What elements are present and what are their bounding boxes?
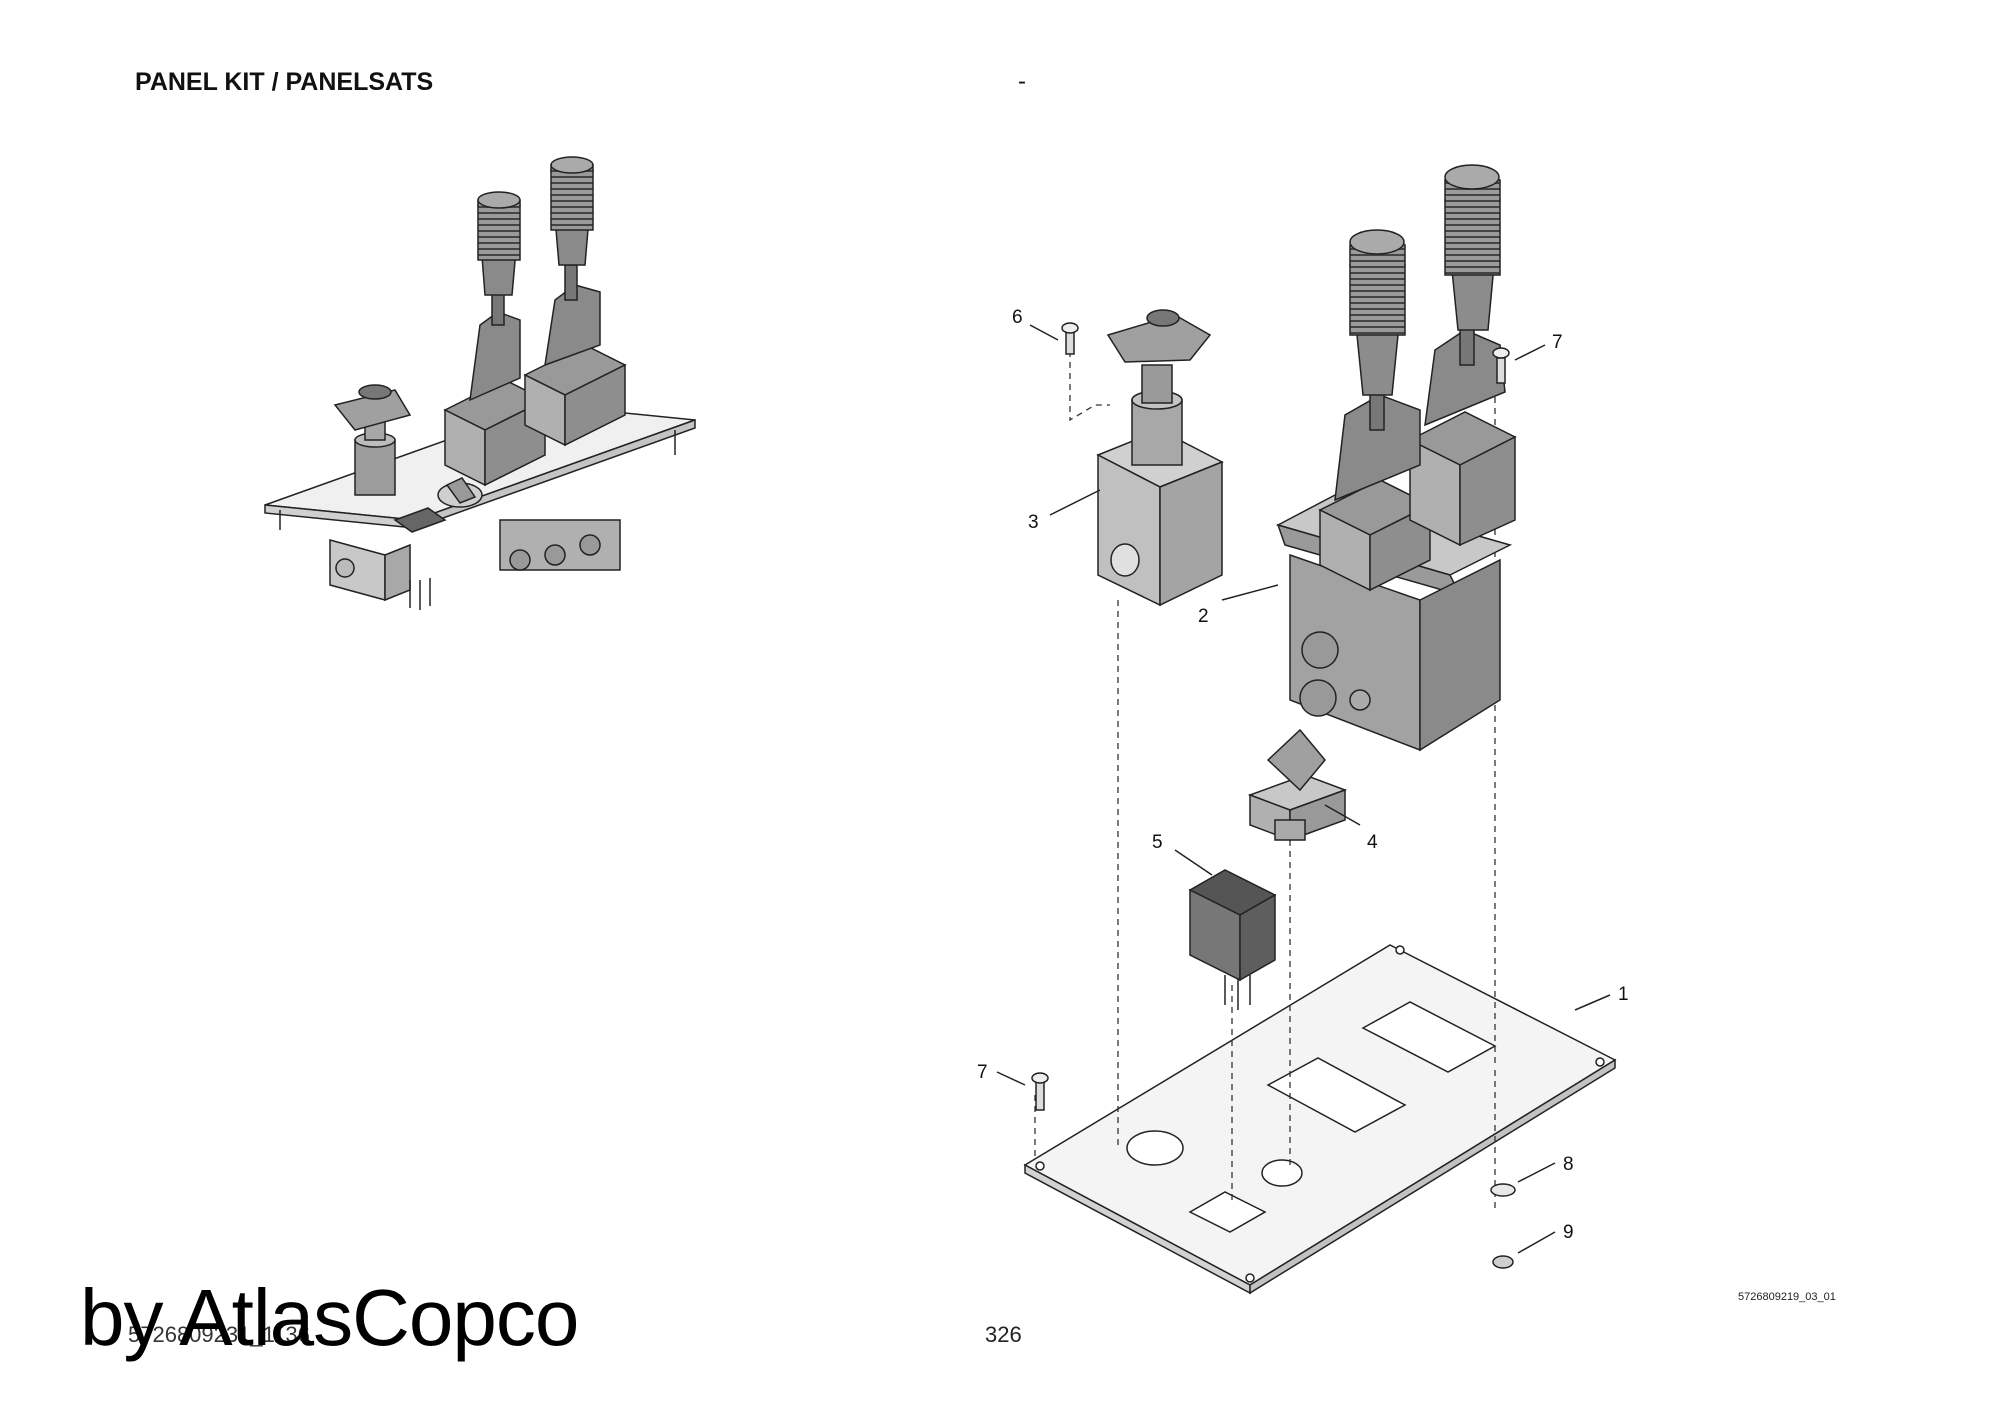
page-title: PANEL KIT / PANELSATS xyxy=(135,68,434,96)
callout-4: 4 xyxy=(1367,832,1378,853)
assembled-panel-illustration xyxy=(264,156,696,610)
callout-9: 9 xyxy=(1563,1222,1574,1243)
callout-3: 3 xyxy=(1028,512,1039,533)
callout-8: 8 xyxy=(1563,1154,1574,1175)
watermark: by AtlasCopco xyxy=(80,1273,579,1362)
callout-7-lower: 7 xyxy=(977,1062,988,1083)
callout-2: 2 xyxy=(1198,606,1209,627)
callout-5: 5 xyxy=(1152,832,1163,853)
exploded-view-illustration xyxy=(996,164,1617,1295)
page-number: 326 xyxy=(985,1322,1022,1347)
callout-7-upper: 7 xyxy=(1552,332,1563,353)
title-separator: - xyxy=(1018,68,1026,95)
callout-6: 6 xyxy=(1012,307,1023,328)
figure-reference: 5726809219_03_01 xyxy=(1738,1291,1836,1303)
callout-1: 1 xyxy=(1618,984,1629,1005)
document-reference: 5726809231_1136 xyxy=(128,1322,310,1347)
